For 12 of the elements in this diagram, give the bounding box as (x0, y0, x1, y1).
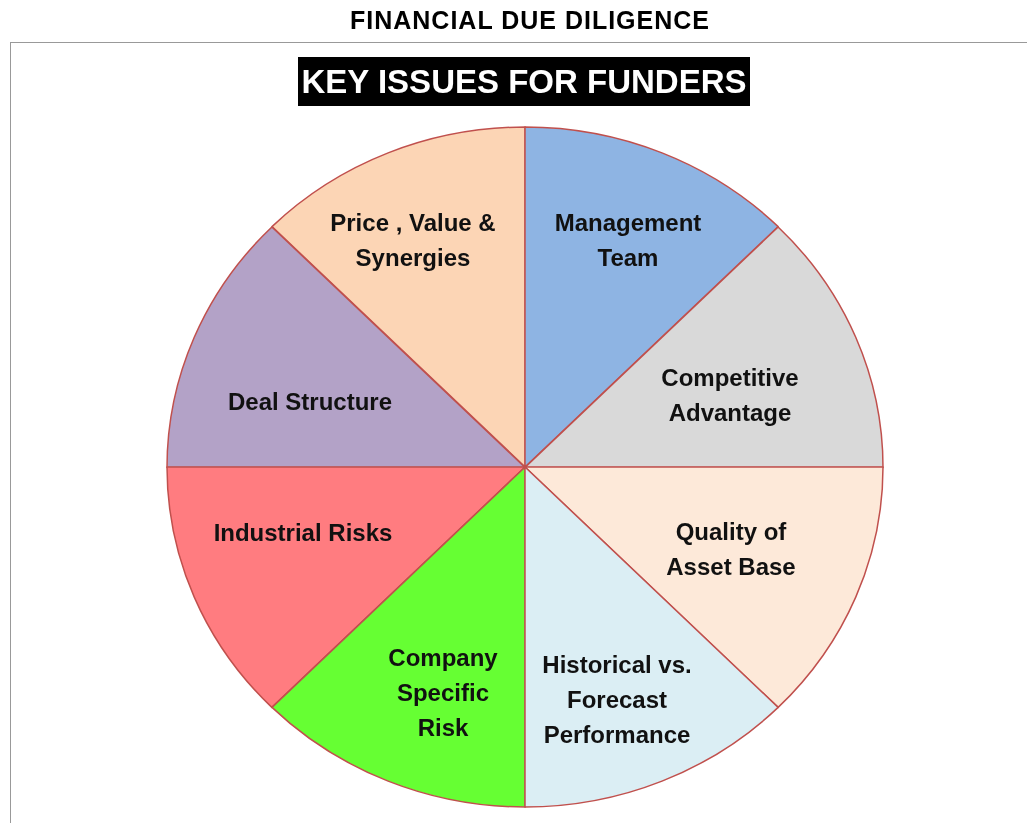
page-title: FINANCIAL DUE DILIGENCE (348, 6, 712, 35)
segment-label: Price , Value & Synergies (329, 208, 497, 273)
segment-label: Management Team (553, 208, 703, 273)
segment-label: Competitive Advantage (660, 363, 800, 428)
segment-label: Industrial Risks (212, 517, 394, 548)
segment-label: Deal Structure (226, 386, 394, 417)
segment-label: Quality of Asset Base (665, 517, 797, 582)
pie-segment (525, 467, 883, 708)
pie-segment (167, 467, 525, 708)
segment-label: Company Specific Risk (387, 642, 499, 743)
title-banner: KEY ISSUES FOR FUNDERS (298, 57, 750, 106)
segment-label: Historical vs. Forecast Performance (541, 649, 693, 750)
